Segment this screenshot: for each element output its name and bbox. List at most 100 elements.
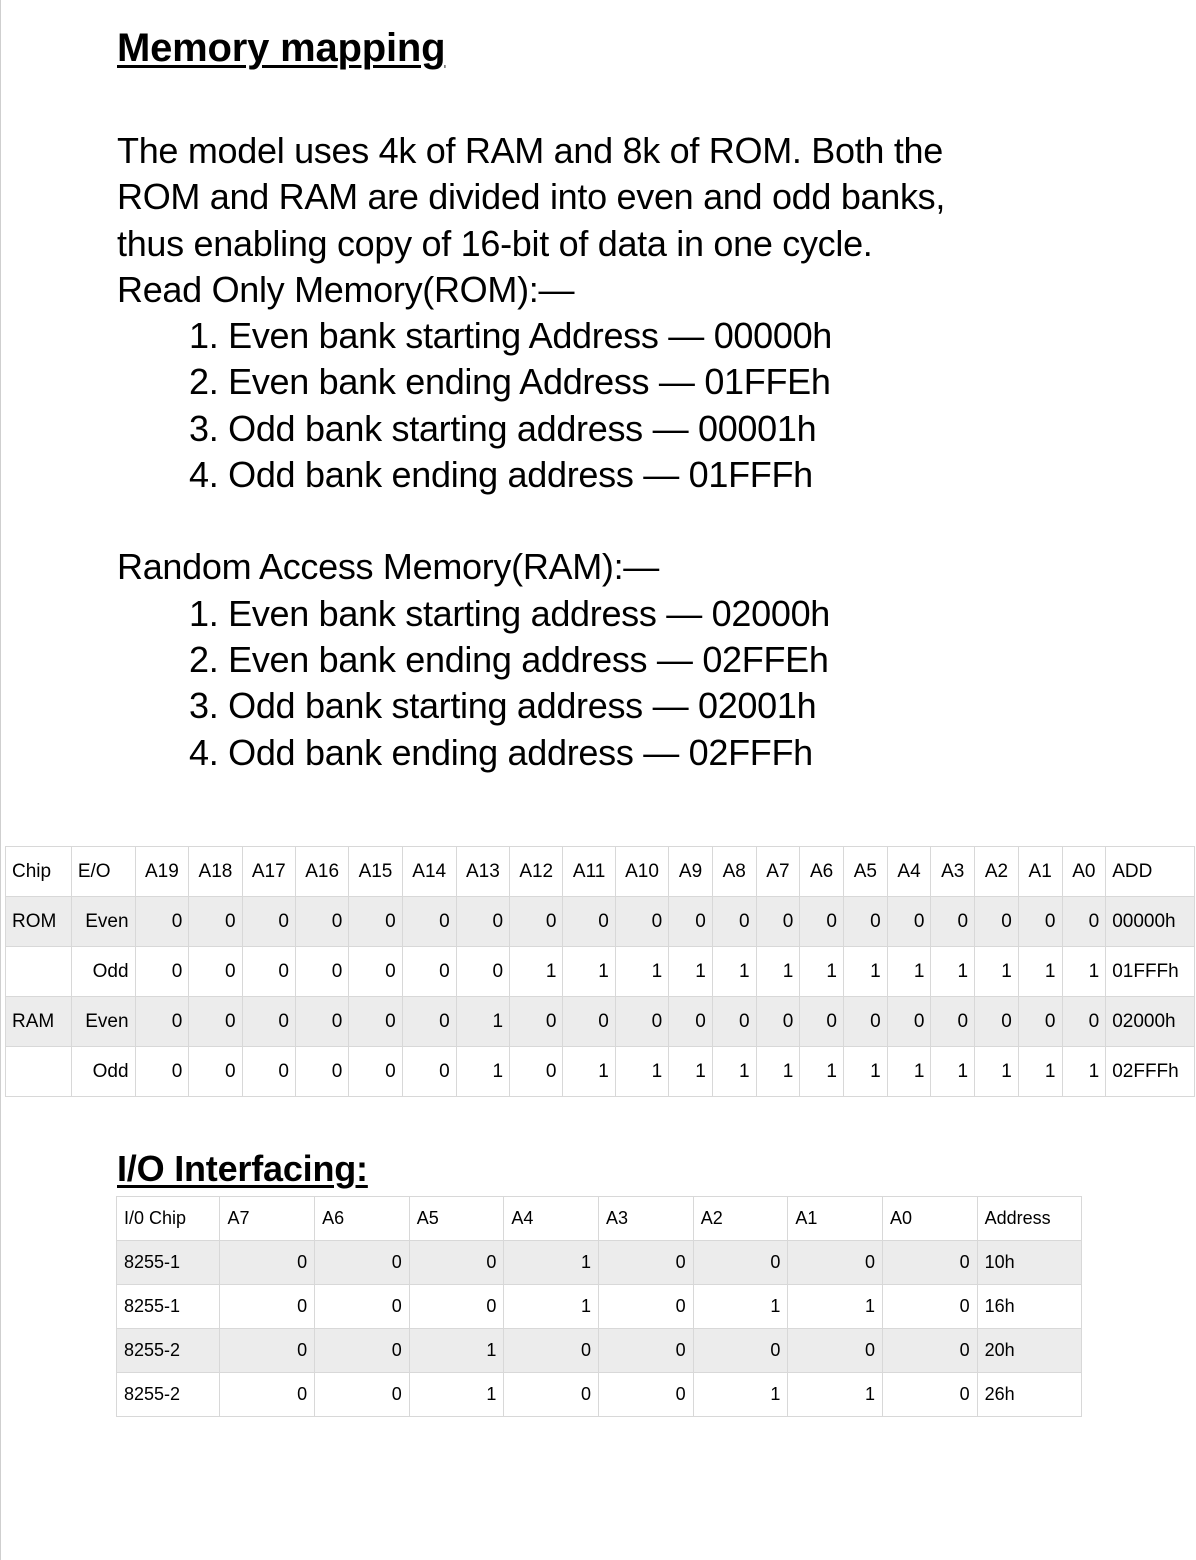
table-cell: 0 bbox=[668, 896, 713, 947]
intro-line: thus enabling copy of 16-bit of data in … bbox=[117, 222, 873, 264]
table-cell: 0 bbox=[314, 1240, 410, 1285]
list-item: 3. Odd bank starting address — 00001h bbox=[189, 407, 817, 449]
table-cell: 0 bbox=[242, 896, 296, 947]
table-cell: 0 bbox=[598, 1240, 694, 1285]
table-cell: 0 bbox=[135, 896, 190, 947]
table-cell: 0 bbox=[135, 946, 190, 997]
table-cell: 00000h bbox=[1105, 896, 1195, 947]
table-cell: 1 bbox=[509, 946, 564, 997]
table-cell: 01FFFh bbox=[1105, 946, 1195, 997]
column-header: A4 bbox=[503, 1196, 600, 1241]
intro-line: The model uses 4k of RAM and 8k of ROM. … bbox=[117, 130, 943, 171]
table-cell: 1 bbox=[615, 946, 670, 997]
table-cell: 10h bbox=[977, 1240, 1083, 1285]
table-cell: 0 bbox=[188, 946, 243, 997]
table-cell: 1 bbox=[974, 946, 1019, 997]
table-cell: 0 bbox=[787, 1328, 883, 1373]
column-header: A7 bbox=[756, 846, 801, 897]
table-cell: 0 bbox=[974, 896, 1019, 947]
column-header: A10 bbox=[615, 846, 670, 897]
table-cell: 0 bbox=[799, 996, 844, 1047]
table-cell: 0 bbox=[242, 996, 296, 1047]
table-cell: 1 bbox=[887, 946, 932, 997]
table-cell: 0 bbox=[456, 946, 511, 997]
intro-line: ROM and RAM are divided into even and od… bbox=[117, 176, 946, 218]
table-cell: 1 bbox=[668, 946, 713, 997]
list-item: 2. Even bank ending Address — 01FFEh bbox=[189, 361, 831, 403]
table-cell: 0 bbox=[787, 1240, 883, 1285]
column-header: A9 bbox=[668, 846, 713, 897]
table-cell: 0 bbox=[930, 896, 976, 947]
column-header: A0 bbox=[1062, 846, 1107, 897]
table-cell: 0 bbox=[1018, 996, 1063, 1047]
table-cell: 8255-1 bbox=[115, 1240, 221, 1285]
table-cell: 0 bbox=[1062, 996, 1107, 1047]
table-cell: 0 bbox=[562, 996, 616, 1047]
table-cell: 1 bbox=[562, 946, 616, 997]
table-cell: 0 bbox=[598, 1328, 694, 1373]
column-header: A2 bbox=[974, 846, 1019, 897]
column-header: A19 bbox=[135, 846, 190, 897]
table-cell: 02FFFh bbox=[1105, 1046, 1195, 1097]
table-cell: 0 bbox=[799, 896, 844, 947]
table-cell: 1 bbox=[787, 1284, 883, 1329]
column-header: A17 bbox=[242, 846, 296, 897]
table-cell: 0 bbox=[843, 896, 888, 947]
table-cell: 1 bbox=[1062, 946, 1107, 997]
table-cell: 1 bbox=[787, 1372, 883, 1417]
column-header: A6 bbox=[314, 1196, 410, 1241]
column-header: A0 bbox=[882, 1196, 978, 1241]
table-cell: 1 bbox=[843, 946, 888, 997]
table-cell: 0 bbox=[712, 896, 757, 947]
table-cell: 0 bbox=[456, 896, 511, 947]
list-item: 4. Odd bank ending address — 02FFFh bbox=[189, 731, 813, 773]
column-header: A4 bbox=[887, 846, 932, 897]
table-cell: 0 bbox=[843, 996, 888, 1047]
column-header: A18 bbox=[188, 846, 243, 897]
rom-label: Read Only Memory(ROM):— bbox=[117, 268, 575, 310]
table-cell: 0 bbox=[693, 1240, 789, 1285]
table-cell: 0 bbox=[402, 1046, 457, 1097]
table-cell: 0 bbox=[135, 996, 190, 1047]
column-header: A3 bbox=[598, 1196, 694, 1241]
table-cell: 1 bbox=[456, 1046, 511, 1097]
table-cell: 0 bbox=[562, 896, 616, 947]
column-header: ADD bbox=[1105, 846, 1195, 897]
column-header: A12 bbox=[509, 846, 564, 897]
table-cell: 1 bbox=[756, 946, 801, 997]
memory-description: The model uses 4k of RAM and 8k of ROM. … bbox=[117, 128, 1077, 776]
table-cell: 0 bbox=[615, 996, 670, 1047]
column-header: A6 bbox=[799, 846, 844, 897]
table-cell: 0 bbox=[219, 1240, 316, 1285]
rom-address-list: 1. Even bank starting Address — 00000h 2… bbox=[117, 313, 1077, 498]
column-header: A13 bbox=[456, 846, 511, 897]
column-header: A7 bbox=[219, 1196, 316, 1241]
table-cell: 1 bbox=[799, 946, 844, 997]
table-cell: 0 bbox=[598, 1372, 694, 1417]
table-cell: 0 bbox=[314, 1372, 410, 1417]
table-cell: 1 bbox=[693, 1372, 789, 1417]
ram-label: Random Access Memory(RAM):— bbox=[117, 546, 660, 588]
table-cell: 1 bbox=[409, 1372, 505, 1417]
list-item: 2. Even bank ending address — 02FFEh bbox=[189, 638, 829, 680]
table-cell: 0 bbox=[509, 896, 564, 947]
table-cell: 0 bbox=[615, 896, 670, 947]
table-cell: 0 bbox=[188, 996, 243, 1047]
table-cell: 1 bbox=[1018, 946, 1063, 997]
table-cell: 1 bbox=[693, 1284, 789, 1329]
table-cell: 0 bbox=[930, 996, 976, 1047]
table-cell: 0 bbox=[756, 896, 801, 947]
table-cell: 0 bbox=[348, 1046, 403, 1097]
column-header: A8 bbox=[712, 846, 757, 897]
table-cell: 16h bbox=[977, 1284, 1083, 1329]
list-item: 4. Odd bank ending address — 01FFFh bbox=[189, 454, 813, 496]
table-cell: 0 bbox=[348, 896, 403, 947]
table-cell: RAM bbox=[5, 996, 72, 1047]
table-cell: 0 bbox=[219, 1372, 316, 1417]
table-cell: 0 bbox=[882, 1284, 978, 1329]
